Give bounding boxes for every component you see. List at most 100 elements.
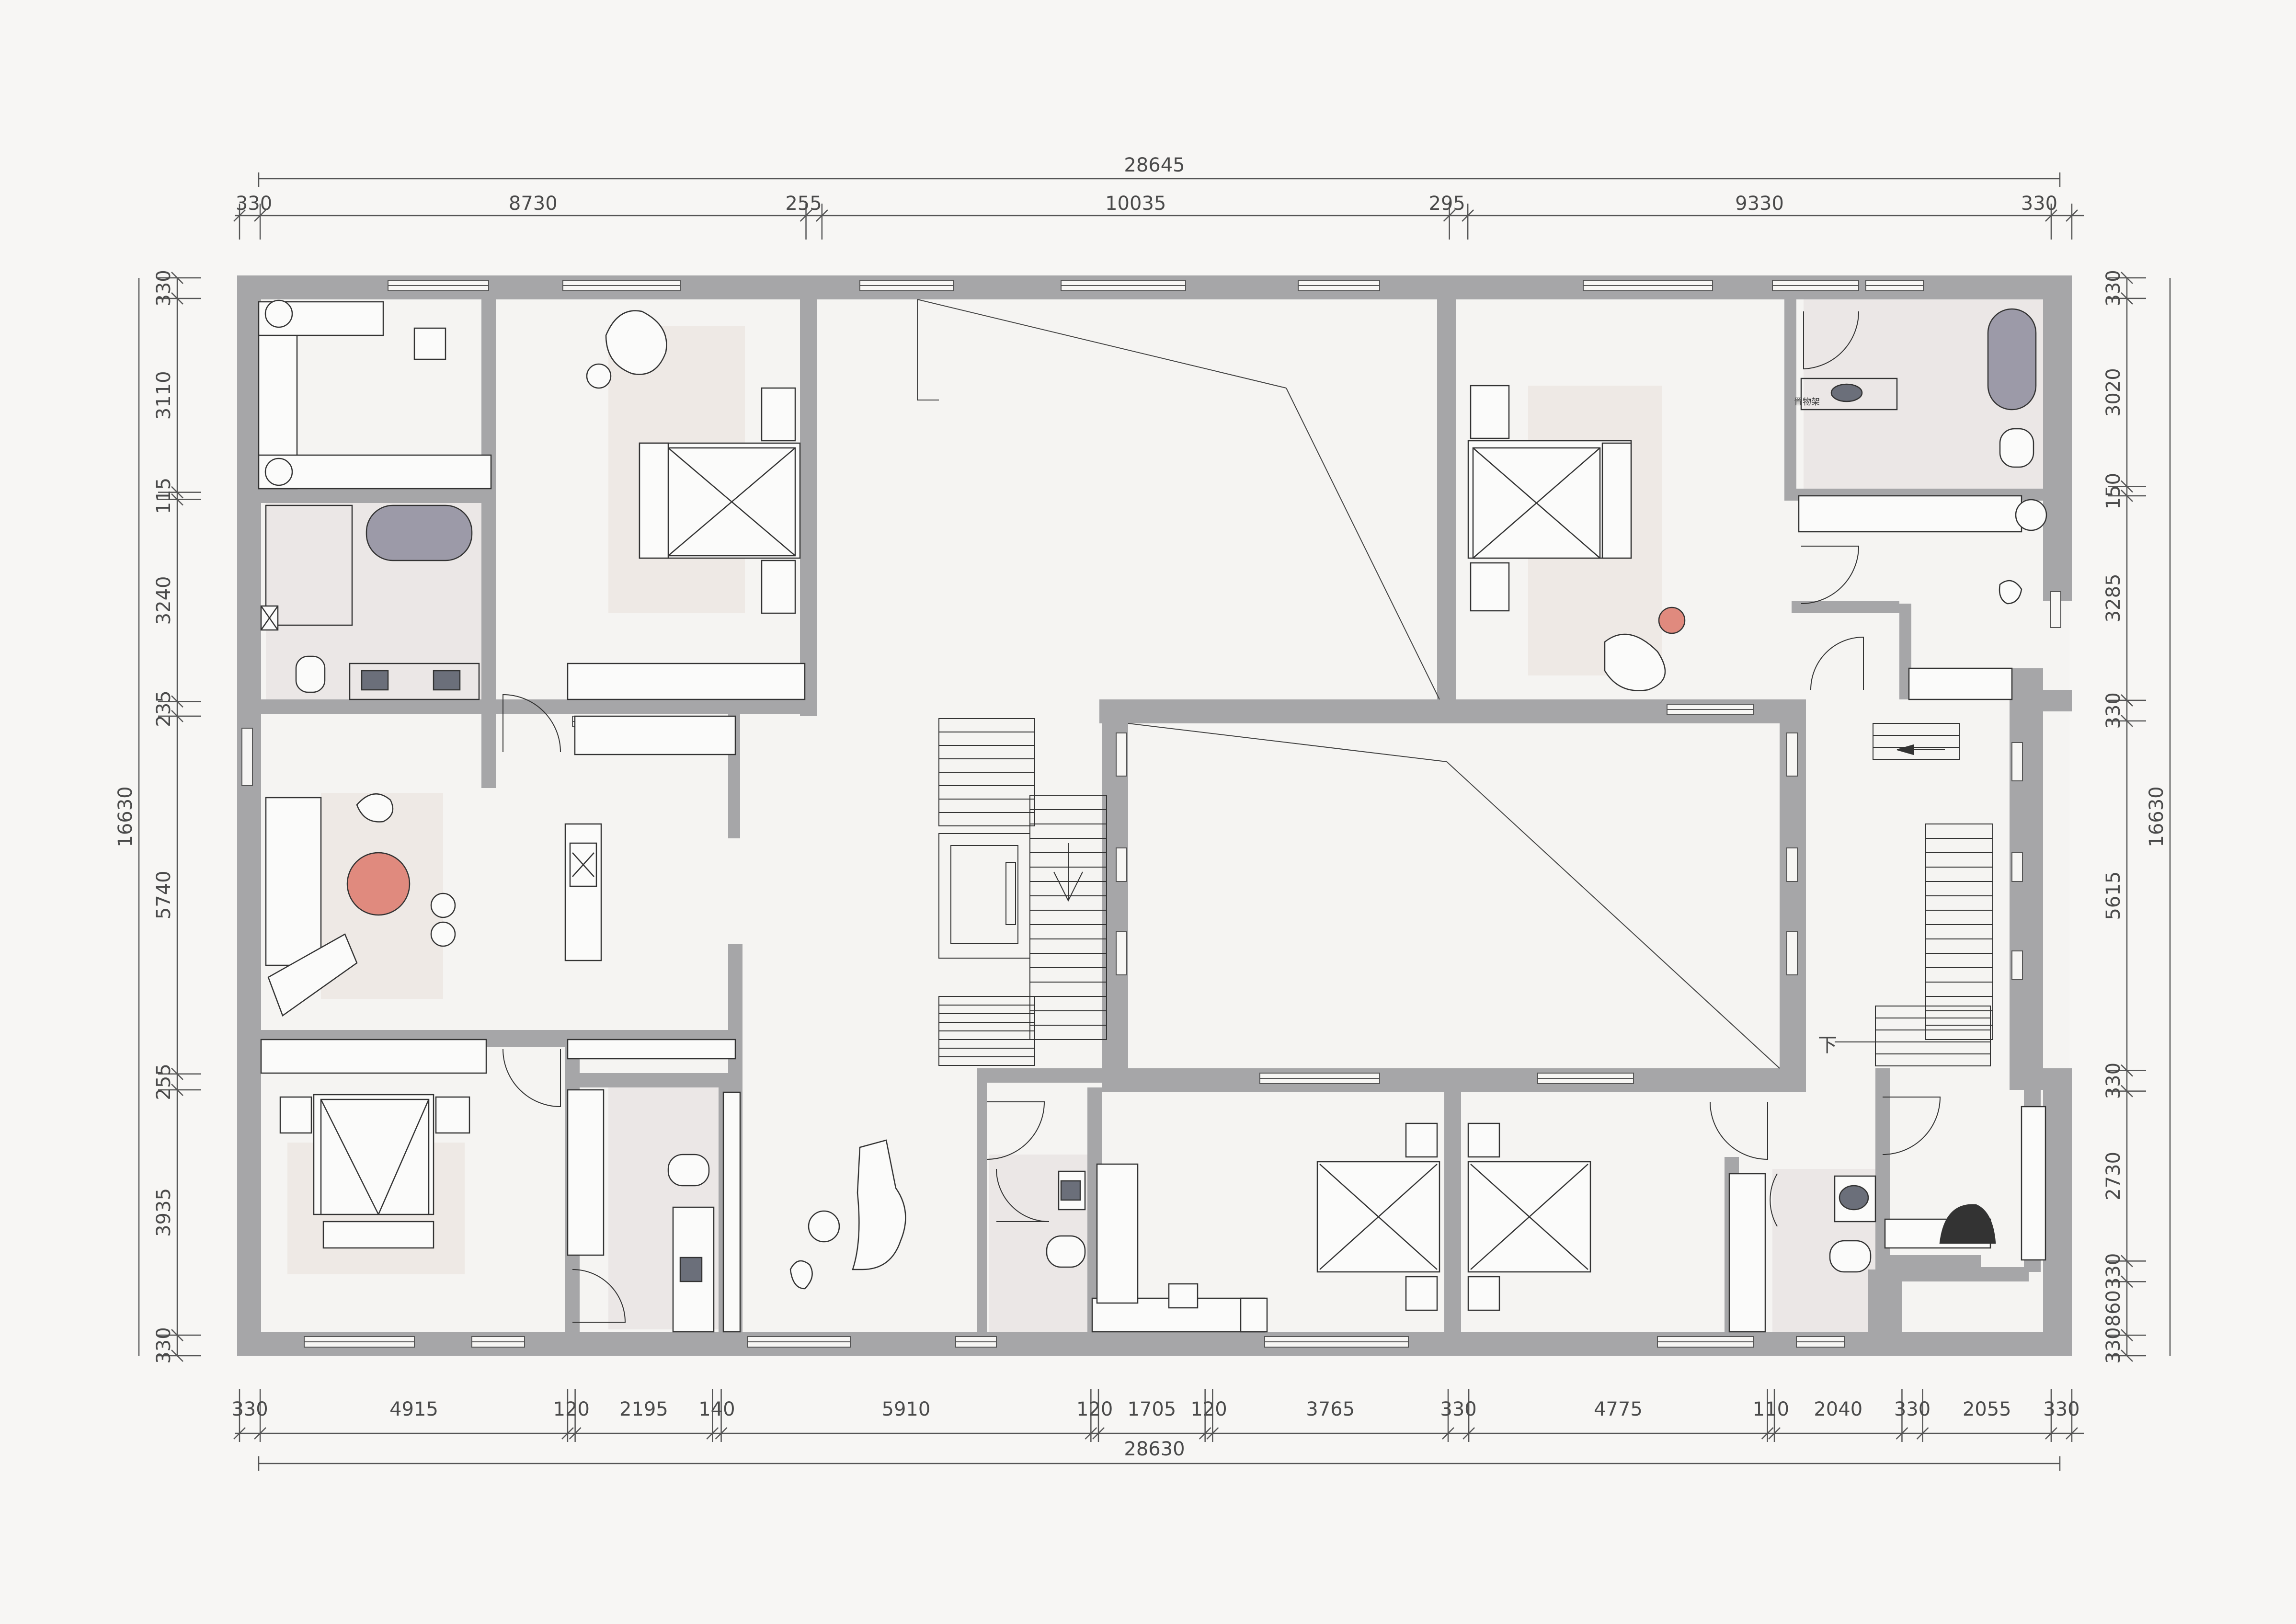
dimension-tick xyxy=(233,209,246,222)
dim-left-segment: 5740 xyxy=(153,870,175,919)
window xyxy=(241,728,253,786)
dim-left-segment: 330 xyxy=(153,270,175,306)
nightstand xyxy=(279,1096,312,1134)
dim-bottom-segment: 2055 xyxy=(1963,1398,2011,1420)
dimension-tick xyxy=(1206,1427,1219,1440)
dim-right-segment: 860 xyxy=(2102,1290,2125,1327)
window xyxy=(1786,931,1798,975)
dimension-tick xyxy=(800,209,812,222)
closet-sw-top xyxy=(260,1039,487,1074)
dimension-tick xyxy=(1916,1427,1929,1440)
dimension-tick xyxy=(2066,1427,2078,1440)
dimension-tick xyxy=(2045,1427,2057,1440)
dimension-tick xyxy=(1761,1427,1774,1440)
dimension-tick xyxy=(1092,1427,1105,1440)
nightstand xyxy=(1405,1276,1438,1311)
dim-left-segment: 3110 xyxy=(153,371,175,420)
stair-outline xyxy=(1875,1006,1991,1066)
dimension-tick xyxy=(1896,1427,1908,1440)
dimension-tick xyxy=(706,1427,719,1440)
window xyxy=(1116,732,1127,777)
stair-outline xyxy=(1873,723,1960,760)
dim-right-segment: 3020 xyxy=(2102,368,2125,417)
nightstand xyxy=(1467,1122,1500,1158)
round-table-accent xyxy=(346,852,411,916)
dim-bottom-segment: 3765 xyxy=(1306,1398,1355,1420)
dim-top-segment: 330 xyxy=(2021,193,2057,215)
nightstand xyxy=(1467,1276,1500,1311)
dimension-tick xyxy=(2045,209,2057,222)
dim-right-segment: 330 xyxy=(2102,1063,2125,1099)
dim-left-overall: 16630 xyxy=(114,786,137,847)
dim-top-segment: 330 xyxy=(236,193,272,215)
bathtub-ne xyxy=(1987,308,2037,411)
window xyxy=(2011,742,2023,781)
shelf-tag: 置物架 xyxy=(1794,397,1820,407)
dim-top-overall: 28645 xyxy=(1124,154,1185,176)
dimension-tick xyxy=(1199,1427,1211,1440)
nightstand xyxy=(435,1096,470,1134)
bathtub-nw xyxy=(366,504,473,561)
dim-left-segment: 3935 xyxy=(153,1188,175,1237)
stair-down-label: 下 xyxy=(1818,1034,1837,1056)
dim-bottom-segment: 2040 xyxy=(1814,1398,1862,1420)
dimension-tick xyxy=(254,209,266,222)
stair-outline xyxy=(938,996,1035,1066)
dim-top-segment: 8730 xyxy=(509,193,558,215)
toilet-w xyxy=(667,1154,710,1187)
dimension-tick xyxy=(1462,1427,1475,1440)
dim-bottom-segment: 120 xyxy=(553,1398,590,1420)
dim-right-segment: 330 xyxy=(2102,692,2125,729)
dim-right-segment: 3285 xyxy=(2102,574,2125,623)
dim-left-segment: 3240 xyxy=(153,576,175,625)
dim-bottom-segment: 4915 xyxy=(389,1398,438,1420)
dim-top-segment: 9330 xyxy=(1735,193,1784,215)
dim-bottom-overall: 28630 xyxy=(1124,1438,1185,1460)
dim-bottom-segment: 4775 xyxy=(1594,1398,1643,1420)
closet-ne-strip xyxy=(1798,495,2022,533)
window xyxy=(1786,847,1798,882)
grand-piano xyxy=(852,1139,906,1270)
voids xyxy=(917,299,1780,1069)
dim-bottom-segment: 110 xyxy=(1753,1398,1789,1420)
closet-se-vertical xyxy=(2021,1106,2046,1261)
dimension-tick xyxy=(561,1427,574,1440)
dim-bottom-segment: 140 xyxy=(698,1398,735,1420)
wardrobe-nw-horizontal xyxy=(258,454,492,490)
dim-bottom-segment: 2195 xyxy=(619,1398,668,1420)
closet-w-bath xyxy=(567,1089,605,1256)
vanity-nw xyxy=(349,663,480,700)
dimension-tick xyxy=(233,1427,246,1440)
dim-bottom-segment: 120 xyxy=(1190,1398,1227,1420)
dimension-tick xyxy=(2066,209,2078,222)
dimension-tick xyxy=(715,1427,728,1440)
nightstand xyxy=(1405,1122,1438,1158)
nightstand xyxy=(1470,562,1510,612)
dim-right-segment: 330 xyxy=(2102,1253,2125,1290)
window xyxy=(1786,732,1798,777)
dim-right-segment: 330 xyxy=(2102,1327,2125,1363)
dim-right-overall: 16630 xyxy=(2146,786,2168,847)
stair-outline xyxy=(938,718,1035,826)
window xyxy=(2011,950,2023,980)
dimension-tick xyxy=(569,1427,582,1440)
nightstand xyxy=(1470,385,1510,439)
dimension-tick xyxy=(254,1427,266,1440)
bench xyxy=(564,823,602,961)
furniture: 置物架 xyxy=(258,299,2047,1333)
dimension-tick xyxy=(815,209,828,222)
dim-top-segment: 255 xyxy=(785,193,822,215)
dim-right-segment: 150 xyxy=(2102,473,2125,509)
closet-se xyxy=(1728,1173,1766,1333)
dim-bottom-segment: 120 xyxy=(1076,1398,1113,1420)
dim-right-segment: 330 xyxy=(2102,270,2125,306)
dimension-ticks xyxy=(158,172,2146,1471)
closet-nw-bottom xyxy=(567,663,806,700)
toilet-nw xyxy=(295,655,326,693)
dim-left-segment: 235 xyxy=(153,690,175,727)
toilet-s xyxy=(1046,1235,1086,1268)
dim-bottom-segment: 330 xyxy=(231,1398,268,1420)
dim-bottom-segment: 5910 xyxy=(882,1398,931,1420)
